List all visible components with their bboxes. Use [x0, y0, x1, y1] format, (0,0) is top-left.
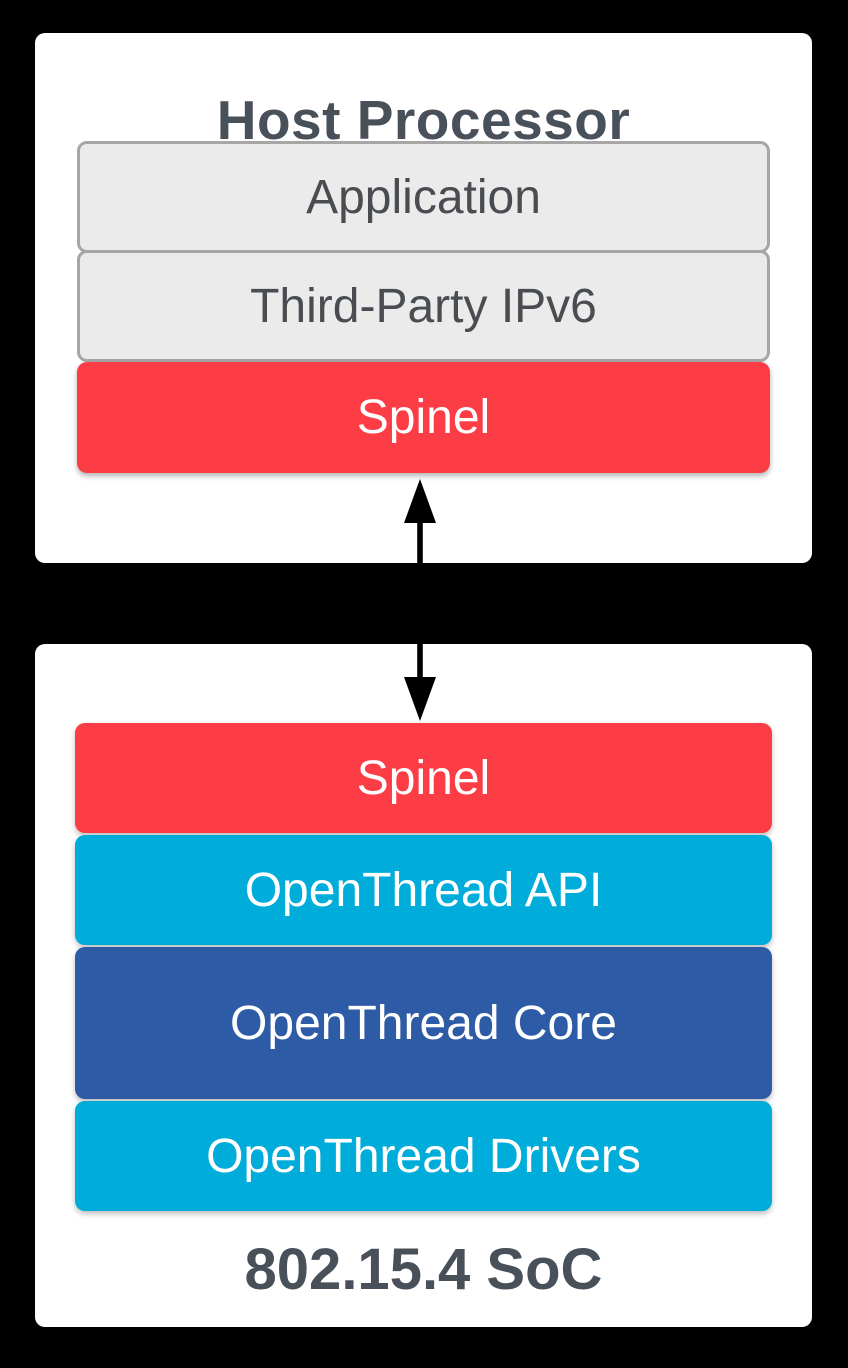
host-processor-card: Host Processor Application Third-Party I…: [35, 33, 812, 563]
layer-third-party-ipv6-label: Third-Party IPv6: [250, 279, 597, 333]
soc-layer-stack: Spinel OpenThread API OpenThread Core Op…: [75, 723, 772, 1213]
host-card-title: Host Processor: [216, 89, 631, 151]
layer-openthread-drivers-label: OpenThread Drivers: [206, 1129, 641, 1183]
layer-spinel-host: Spinel: [77, 362, 770, 473]
soc-card: Spinel OpenThread API OpenThread Core Op…: [35, 644, 812, 1327]
layer-openthread-core: OpenThread Core: [75, 947, 772, 1099]
host-layer-stack: Application Third-Party IPv6 Spinel: [77, 141, 770, 473]
layer-third-party-ipv6: Third-Party IPv6: [77, 250, 770, 362]
layer-openthread-core-label: OpenThread Core: [230, 996, 617, 1050]
layer-openthread-drivers: OpenThread Drivers: [75, 1101, 772, 1211]
layer-spinel-soc-label: Spinel: [356, 751, 491, 805]
layer-application: Application: [77, 141, 770, 253]
layer-spinel-host-label: Spinel: [356, 391, 491, 444]
layer-openthread-api-label: OpenThread API: [244, 863, 603, 917]
layer-application-label: Application: [306, 170, 541, 224]
layer-openthread-api: OpenThread API: [75, 835, 772, 945]
bidirectional-arrow-icon: [404, 479, 436, 721]
layer-spinel-soc: Spinel: [75, 723, 772, 833]
soc-caption: 802.15.4 SoC: [244, 1236, 603, 1302]
